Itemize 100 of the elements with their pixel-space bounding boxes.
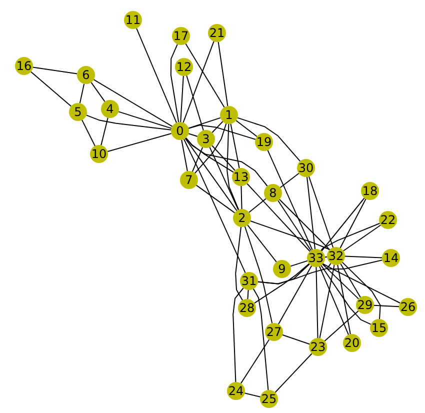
node-label: 22 (380, 214, 396, 226)
edge-line (212, 145, 236, 171)
node-label: 25 (261, 393, 277, 405)
edge-line (282, 334, 310, 345)
edge-line (290, 260, 308, 267)
edge-line (374, 304, 400, 308)
edge-line (344, 256, 382, 258)
edge-line (244, 226, 273, 324)
edge-line (86, 114, 172, 130)
edge-line (240, 339, 270, 384)
node-label: 13 (233, 171, 249, 183)
edge-line (240, 186, 242, 210)
edge-line (194, 123, 227, 174)
node-label: 31 (241, 275, 257, 287)
node-label: 4 (106, 103, 114, 115)
node-label: 6 (82, 69, 90, 81)
node-label: 8 (269, 187, 277, 199)
edge-line (218, 41, 228, 107)
node-label: 16 (16, 60, 32, 72)
edge-line (246, 183, 310, 252)
node-circle (264, 184, 282, 202)
edge-line (32, 66, 78, 74)
node-label: 9 (278, 263, 286, 275)
edge-line (30, 71, 72, 107)
node-circle (232, 168, 250, 186)
node-label: 10 (91, 148, 107, 160)
edge-line (226, 124, 240, 210)
node-label: 26 (400, 301, 416, 313)
node-label: 5 (74, 106, 82, 118)
edge-line (196, 184, 236, 214)
edge-line (185, 137, 268, 186)
node-circle (307, 249, 325, 267)
node-circle (197, 130, 215, 148)
node-label: 33 (308, 252, 324, 264)
node-circle (240, 272, 258, 290)
node-label: 7 (185, 174, 193, 186)
edge-line (93, 79, 173, 127)
node-label: 12 (176, 61, 192, 73)
node-circle (238, 299, 256, 317)
edge-line (337, 264, 351, 335)
edge-line (254, 263, 310, 304)
node-circle (309, 338, 327, 356)
edge-line (308, 176, 334, 248)
edge-line (340, 198, 366, 248)
edge-line (248, 198, 266, 213)
node-label: 15 (371, 322, 387, 334)
edge-line (185, 137, 234, 173)
node-circle (180, 171, 198, 189)
node-label: 3 (202, 133, 210, 145)
node-circle (255, 133, 273, 151)
node-circle (69, 103, 87, 121)
node-label: 29 (357, 299, 373, 311)
edge-line (258, 264, 310, 284)
edge-line (322, 264, 359, 300)
edge-line (250, 220, 330, 250)
edge-line (136, 28, 177, 124)
node-label: 27 (266, 326, 282, 338)
edge-line (320, 222, 380, 252)
node-circle (265, 323, 283, 341)
node-label: 18 (362, 185, 378, 197)
node-circle (220, 106, 238, 124)
node-label: 28 (239, 302, 255, 314)
edge-line (186, 75, 204, 131)
edge-line (182, 40, 214, 124)
node-label: 0 (176, 125, 184, 137)
node-label: 20 (344, 337, 360, 349)
node-circle (175, 58, 193, 76)
node-label: 17 (173, 30, 189, 42)
node-circle (297, 159, 315, 177)
edge-line (232, 288, 244, 382)
edge-line (185, 43, 225, 108)
node-circle (260, 390, 278, 408)
edge-line (230, 123, 240, 169)
edge-line (342, 262, 381, 320)
node-label: 1 (225, 109, 233, 121)
edge-line (188, 133, 198, 137)
node-circle (90, 145, 108, 163)
edge-line (340, 263, 361, 298)
edge-line (79, 83, 85, 104)
node-circle (124, 11, 142, 29)
edge-line (180, 76, 184, 122)
edge-line (188, 124, 256, 140)
node-circle (77, 66, 95, 84)
node-label: 14 (383, 252, 399, 264)
node-circle (172, 27, 190, 45)
node-circle (101, 100, 119, 118)
edge-line (324, 310, 359, 342)
node-circle (227, 382, 245, 400)
edge-line (183, 138, 246, 274)
node-circle (233, 209, 251, 227)
node-label: 24 (228, 385, 244, 397)
edge-line (235, 226, 243, 301)
edge-line (212, 121, 224, 133)
edge-line (82, 120, 96, 146)
node-circle (15, 57, 33, 75)
edge-line (278, 200, 312, 251)
edge-line (118, 111, 172, 129)
edge-line (209, 146, 239, 210)
edge-line (247, 224, 277, 262)
node-label: 11 (125, 14, 141, 26)
